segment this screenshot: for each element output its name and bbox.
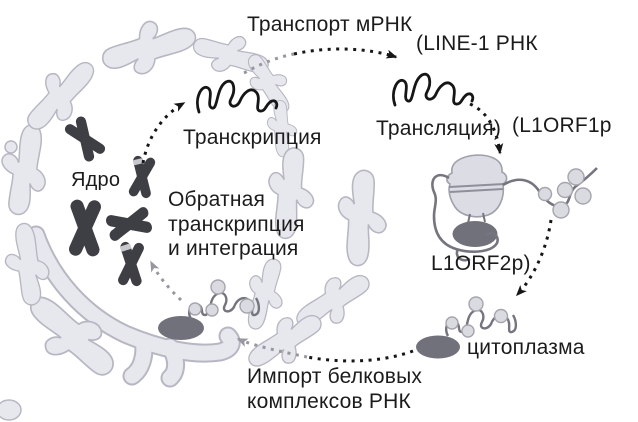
- label-l1orf2p: L1ORF2p): [431, 252, 531, 275]
- label-l1orf1p: (L1ORF1p: [512, 114, 612, 137]
- label-reverse-line3: и интеграция: [168, 237, 299, 260]
- chromosome: [102, 203, 156, 245]
- rna-strand-hook: [455, 248, 471, 262]
- chromosome-with-insertion: [116, 239, 146, 289]
- label-translation: Трансляция): [376, 117, 502, 140]
- process-arrows: [141, 47, 553, 363]
- label-reverse-line2: транскрипция: [168, 212, 305, 236]
- orf2p-protein-blob: [452, 221, 498, 247]
- label-cytoplasm: цитоплазма: [467, 336, 585, 359]
- orf1p-proteins: [445, 296, 509, 338]
- nuclear-envelope-blobs: [0, 8, 389, 421]
- integration-site-band: [132, 158, 144, 166]
- import-arrow: [306, 349, 414, 363]
- mrna-through-ribosome: [448, 183, 505, 188]
- orf2p-protein-blob: [416, 335, 460, 359]
- rnp-complex-cytoplasm: [416, 296, 518, 359]
- orf1p-proteins: [188, 279, 255, 317]
- transcription-arrow: [141, 101, 186, 164]
- mrna-transport-arrow-inner: [243, 52, 295, 75]
- chromosome: [60, 112, 110, 166]
- nucleus-chromosomes: [60, 112, 158, 289]
- translation-complex: [431, 154, 598, 262]
- mrna-squiggle-cytoplasm: [392, 72, 475, 107]
- label-mrna-transport: Транспорт мРНК: [247, 13, 413, 36]
- rna-strand-left: [431, 173, 499, 253]
- integration-arrow: [149, 260, 183, 302]
- label-reverse-line1: Обратная: [168, 188, 266, 211]
- rna-strand: [444, 308, 518, 337]
- chromosome: [66, 197, 104, 259]
- chromosome-with-insertion: [126, 153, 158, 201]
- to-cytoplasm-arrow: [515, 219, 553, 297]
- orf2p-protein-blob: [158, 316, 204, 340]
- label-nucleus: Ядро: [71, 169, 121, 191]
- label-import-line2: комплексов РНК: [247, 390, 411, 413]
- mrna-transport-arrow: [293, 47, 398, 59]
- orf1p-proteins: [537, 168, 592, 219]
- nuclear-envelope: [0, 8, 389, 421]
- integration-site-band: [120, 243, 132, 252]
- connector-strands: [467, 212, 486, 224]
- label-transcription: Транскрипция: [183, 126, 322, 149]
- mrna-through-ribosome: [449, 188, 504, 193]
- nuclear-envelope-band: [28, 227, 239, 386]
- label-import-line1: Импорт белковых: [247, 365, 423, 388]
- translation-arrow: [469, 102, 504, 155]
- rnp-complex-nucleus: [158, 279, 261, 340]
- label-line1-rna: (LINE-1 РНК: [416, 32, 538, 55]
